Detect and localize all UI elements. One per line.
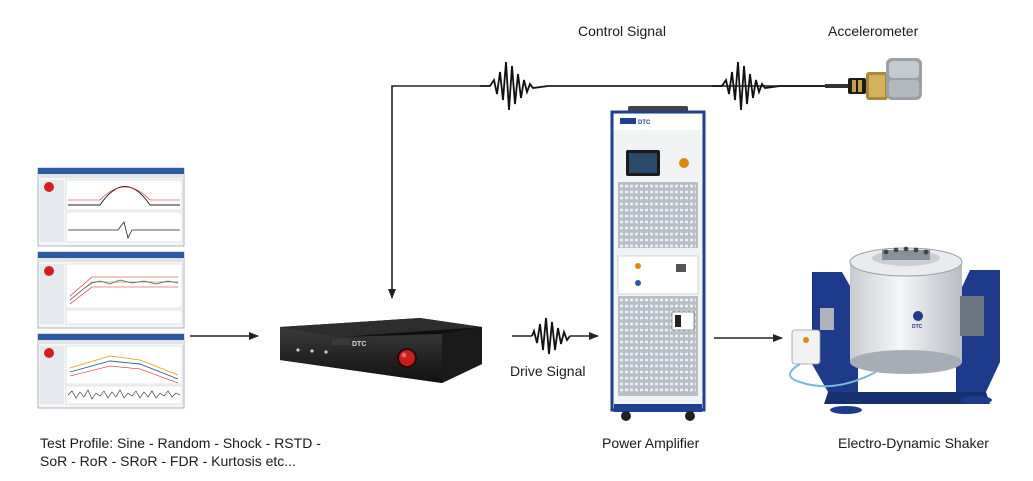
accelerometer-label: Accelerometer xyxy=(828,23,919,39)
accelerometer-icon xyxy=(825,58,922,100)
vibration-controller: DTC xyxy=(280,318,482,383)
power-amplifier-cabinet: DTC xyxy=(610,106,706,421)
accelerometer-signal-waveform xyxy=(712,61,825,111)
shaker-brand: DTC xyxy=(912,324,923,330)
control-signal-label: Control Signal xyxy=(578,23,666,39)
software-screenshot-random xyxy=(37,251,185,329)
electro-dynamic-shaker: DTC xyxy=(789,246,1000,414)
drive-signal-waveform xyxy=(531,317,571,355)
test-profile-label-line1: Test Profile: Sine - Random - Shock - RS… xyxy=(40,435,321,451)
control-signal-waveform xyxy=(480,61,549,111)
software-screenshot-sine xyxy=(37,167,185,247)
control-signal-line xyxy=(392,85,825,298)
power-amplifier-label: Power Amplifier xyxy=(602,435,700,451)
drive-signal-label: Drive Signal xyxy=(510,363,586,379)
test-profile-label-line2: SoR - RoR - SRoR - FDR - Kurtosis etc... xyxy=(40,453,296,469)
controller-brand: DTC xyxy=(352,341,366,348)
amplifier-brand: DTC xyxy=(638,120,651,126)
shaker-label: Electro-Dynamic Shaker xyxy=(838,435,989,451)
software-screenshot-sor xyxy=(37,333,185,409)
